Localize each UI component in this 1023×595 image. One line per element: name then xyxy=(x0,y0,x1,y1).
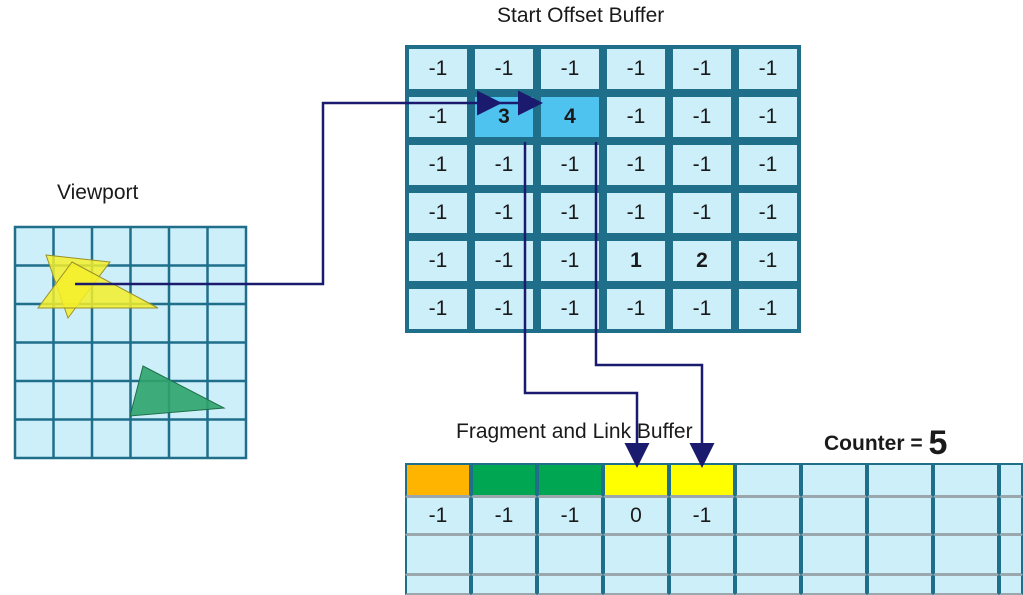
link-cell: -1 xyxy=(405,497,471,535)
sob-cell: 2 xyxy=(669,237,735,285)
sob-cell: -1 xyxy=(603,285,669,333)
link-cell xyxy=(867,497,933,535)
viewport-to-sob-arrow xyxy=(75,90,502,286)
sob-cell: -1 xyxy=(735,237,801,285)
link-cell: -1 xyxy=(471,497,537,535)
sob-cell: -1 xyxy=(405,189,471,237)
link-cell: 0 xyxy=(603,497,669,535)
fragment-empty-cell xyxy=(471,535,537,575)
sob-cell: -1 xyxy=(537,141,603,189)
fragment-color-cell xyxy=(801,463,867,497)
fragment-color-cell xyxy=(867,463,933,497)
sob-cell: -1 xyxy=(735,93,801,141)
sob-cell: 4 xyxy=(537,93,603,141)
fragment-empty-cell xyxy=(405,535,471,575)
sob-cell: -1 xyxy=(537,237,603,285)
fragment-empty-cell xyxy=(933,535,999,575)
sob-cell: -1 xyxy=(537,285,603,333)
sob-cell: -1 xyxy=(405,93,471,141)
fragment-empty-cell xyxy=(735,535,801,575)
sob-cell: -1 xyxy=(735,285,801,333)
sob-cell: -1 xyxy=(669,285,735,333)
sob-cell: -1 xyxy=(669,189,735,237)
link-cell: -1 xyxy=(669,497,735,535)
sob-cell: -1 xyxy=(603,93,669,141)
fragment-color-cell xyxy=(405,463,471,497)
sob-cell: -1 xyxy=(603,45,669,93)
counter-label: Counter = 5 xyxy=(824,420,948,462)
green-triangle xyxy=(129,365,226,417)
sob-cell: 1 xyxy=(603,237,669,285)
fragment-empty-cell xyxy=(999,535,1023,575)
sob-cell: -1 xyxy=(669,45,735,93)
start-offset-buffer-title: Start Offset Buffer xyxy=(497,4,665,27)
sob-cell: -1 xyxy=(669,141,735,189)
sob-cell: -1 xyxy=(735,189,801,237)
counter-value: 5 xyxy=(928,424,948,462)
fragment-empty-cell xyxy=(537,535,603,575)
sob-cell: -1 xyxy=(603,189,669,237)
fragment-color-cell xyxy=(999,463,1023,497)
link-cell xyxy=(735,497,801,535)
fragment-empty-cell xyxy=(603,535,669,575)
fragment-link-buffer-title: Fragment and Link Buffer xyxy=(456,420,693,443)
cell4-to-fragment-arrow xyxy=(594,142,715,468)
sob-cell: -1 xyxy=(537,189,603,237)
sob-cell: -1 xyxy=(405,45,471,93)
sob-cell: -1 xyxy=(405,141,471,189)
fragment-color-cell xyxy=(735,463,801,497)
sob-cell: -1 xyxy=(405,285,471,333)
link-cell: -1 xyxy=(537,497,603,535)
sob-cell: -1 xyxy=(735,45,801,93)
link-cell xyxy=(801,497,867,535)
fragment-color-cell xyxy=(933,463,999,497)
link-cell xyxy=(999,497,1023,535)
sob-cell: -1 xyxy=(669,93,735,141)
sob-cell: -1 xyxy=(603,141,669,189)
link-cell xyxy=(933,497,999,535)
sob-cell: -1 xyxy=(405,237,471,285)
fragment-empty-cell xyxy=(801,535,867,575)
fragment-empty-cell xyxy=(867,535,933,575)
sob-cell: -1 xyxy=(537,45,603,93)
sob-cell: -1 xyxy=(735,141,801,189)
fragment-color-cell xyxy=(471,463,537,497)
fragment-empty-cell xyxy=(669,535,735,575)
counter-text: Counter = xyxy=(824,432,929,455)
cell3-to-fragment-arrow xyxy=(523,142,650,468)
sob-cell: -1 xyxy=(471,45,537,93)
fragment-color-cell xyxy=(537,463,603,497)
viewport-title: Viewport xyxy=(57,181,139,204)
